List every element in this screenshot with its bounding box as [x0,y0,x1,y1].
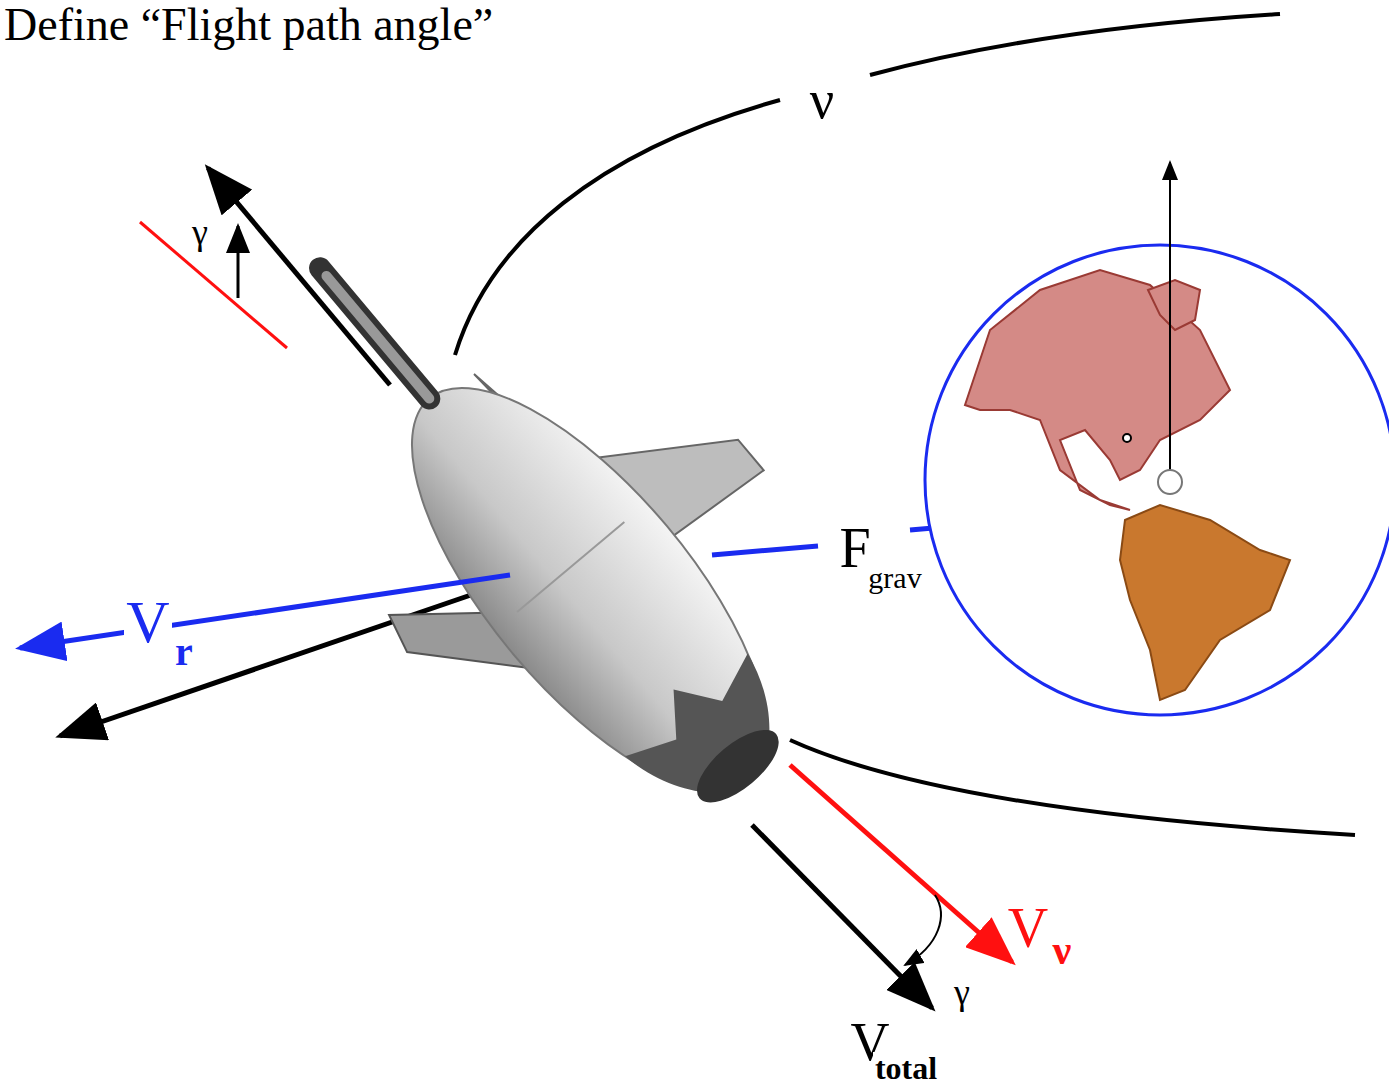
vector-subscript: total [873,1052,939,1084]
vector-letter: V [124,592,171,652]
earth-figure [925,162,1389,715]
vector-letter: V [1006,900,1050,956]
true-anomaly-symbol: ν [808,73,836,127]
angle-symbol: γ [952,974,972,1010]
tangential-velocity-arrow [790,765,1012,962]
orbit-curve [455,100,780,355]
gravity-arrow [712,546,818,555]
shuttle-figure [182,133,913,898]
orbit-curve [790,740,1355,835]
radial-velocity-arrow [20,575,510,648]
angle-symbol: γ [190,214,210,250]
angle-arrow [237,226,240,298]
angle-arc [905,895,941,965]
vector-subscript: ν [1051,929,1074,971]
velocity-arrow [208,168,390,385]
force-subscript: grav [866,563,923,593]
total-velocity-arrow [752,825,932,1008]
orbit-curve [870,14,1280,75]
slide-title: Define “Flight path angle” [4,2,493,48]
vector-subscript: r [173,632,195,672]
horizon-line [140,222,287,348]
